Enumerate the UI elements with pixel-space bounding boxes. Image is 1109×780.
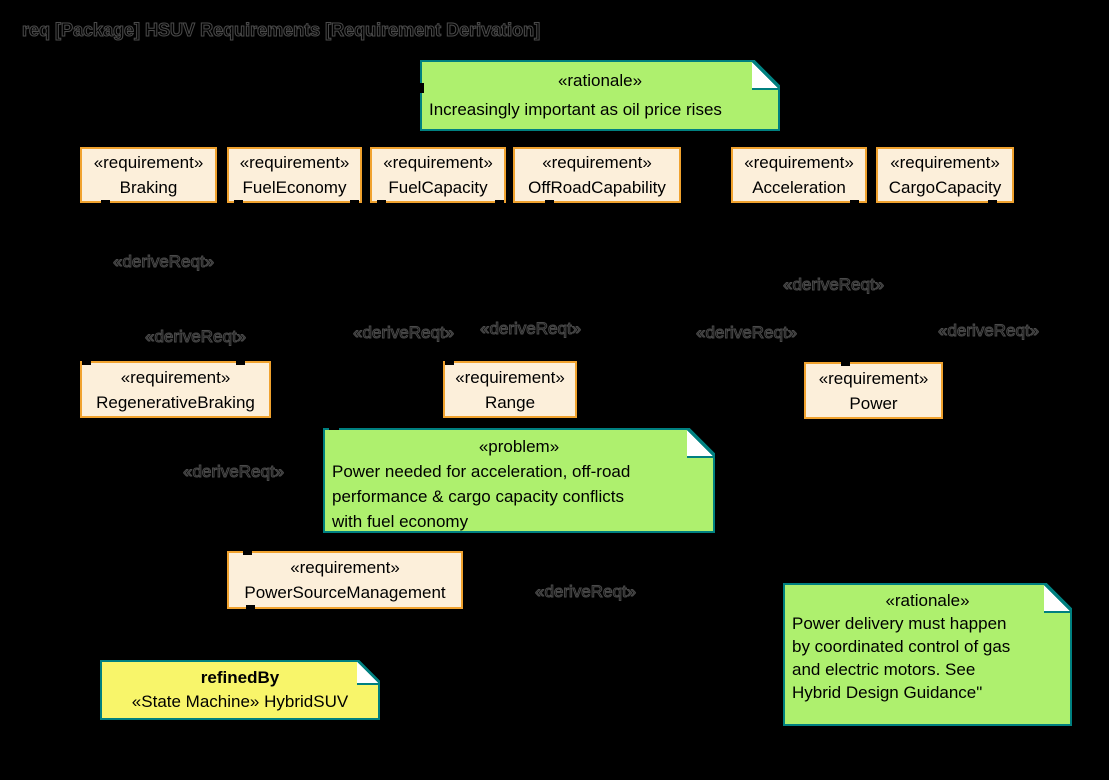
requirement-stereotype: «requirement» [239,153,350,172]
connector-arrow-mark [377,200,386,206]
note-lines: «problem» Power needed for acceleration, … [325,430,713,534]
note-body-line: and electric motors. See [792,660,976,679]
note-problem[interactable]: «problem» Power needed for acceleration, … [323,428,715,533]
connector-arrow-mark [841,360,850,366]
note-body-line: with fuel economy [332,512,469,531]
requirement-stereotype: «requirement» [120,367,231,387]
requirement-stereotype: «requirement» [744,153,854,172]
note-body-line: Power needed for acceleration, off-road [332,462,631,481]
requirement-stereotype: «requirement» [890,153,1000,172]
requirement-name: FuelEconomy [242,178,347,197]
requirement-node-off-road-capability[interactable]: «requirement» OffRoadCapability [513,147,681,203]
requirement-name: PowerSourceManagement [244,583,446,602]
note-lines: refinedBy «State Machine» HybridSUV [102,662,378,714]
requirement-node-acceleration[interactable]: «requirement» Acceleration [731,147,867,203]
requirement-name: FuelCapacity [388,178,488,197]
requirement-node-fuel-capacity[interactable]: «requirement» FuelCapacity [370,147,506,203]
note-refined-by[interactable]: refinedBy «State Machine» HybridSUV [100,660,380,720]
note-title: «rationale» [885,591,970,610]
requirement-stereotype: «requirement» [290,558,400,577]
requirement-name: Acceleration [752,178,846,197]
connector-arrow-mark [545,200,554,206]
derive-reqt-label[interactable]: «deriveReqt» [534,582,637,602]
derive-reqt-label[interactable]: «deriveReqt» [182,462,285,482]
note-body-line: Hybrid Design Guidance" [792,683,983,702]
derive-reqt-label[interactable]: «deriveReqt» [782,275,885,295]
requirement-name: OffRoadCapability [528,178,666,197]
connector-arrow-mark [850,200,859,206]
derive-reqt-label[interactable]: «deriveReqt» [144,327,247,347]
folded-corner-icon [357,660,380,685]
note-body-line: performance & cargo capacity conflicts [332,487,624,506]
requirement-node-power-source-management[interactable]: «requirement» PowerSourceManagement [227,551,463,609]
requirement-name: Range [484,392,536,412]
requirement-stereotype: «requirement» [383,153,493,172]
requirement-node-fuel-economy[interactable]: «requirement» FuelEconomy [227,147,362,203]
note-body-line: «State Machine» HybridSUV [131,692,349,711]
derive-reqt-label[interactable]: «deriveReqt» [937,321,1040,341]
requirement-stereotype: «requirement» [455,367,565,387]
diagram-title: req [Package] HSUV Requirements [Require… [21,20,541,41]
connector-arrow-mark [101,200,110,206]
requirement-name: RegenerativeBraking [96,392,255,412]
connector-arrow-mark [234,200,243,206]
derive-reqt-label[interactable]: «deriveReqt» [479,319,582,339]
requirement-node-braking[interactable]: «requirement» Braking [80,147,217,203]
requirement-name: CargoCapacity [888,178,1002,197]
folded-corner-icon [1044,583,1072,613]
note-rationale-bottom[interactable]: «rationale» Power delivery must happen by … [783,583,1072,726]
note-body-line: Power delivery must happen [792,614,1007,633]
note-body-line: by coordinated control of gas [792,637,1011,656]
note-title: refinedBy [200,668,280,687]
requirement-stereotype: «requirement» [542,153,652,172]
requirement-node-regenerative-braking[interactable]: «requirement» RegenerativeBraking [80,361,271,418]
note-rationale-top[interactable]: «rationale» Increasingly important as oil… [420,60,780,131]
requirement-name: Power [849,393,898,413]
connector-arrow-mark [329,425,339,430]
note-body-line: Increasingly important as oil price rise… [429,100,722,119]
folded-corner-icon [687,428,715,458]
requirement-node-range[interactable]: «requirement» Range [443,361,577,418]
derive-reqt-label[interactable]: «deriveReqt» [352,323,455,343]
connector-arrow-mark [236,359,245,365]
note-lines: «rationale» Increasingly important as oil… [422,62,778,124]
derive-reqt-label[interactable]: «deriveReqt» [695,323,798,343]
connector-arrow-mark [350,200,359,206]
requirement-node-cargo-capacity[interactable]: «requirement» CargoCapacity [876,147,1014,203]
note-lines: «rationale» Power delivery must happen by … [785,585,1070,704]
note-title: «rationale» [557,71,643,90]
requirement-name: Braking [119,178,178,197]
requirement-stereotype: «requirement» [93,153,204,172]
connector-arrow-mark [495,200,504,206]
connector-arrow-mark [246,605,255,611]
connector-arrow-mark [243,549,252,555]
connector-arrow-mark [445,359,454,365]
requirement-stereotype: «requirement» [818,368,929,388]
note-title: «problem» [478,437,560,456]
derive-reqt-label[interactable]: «deriveReqt» [112,252,215,272]
connector-arrow-mark [988,200,997,206]
folded-corner-icon [752,60,780,90]
requirement-node-power[interactable]: «requirement» Power [804,362,943,419]
connector-arrow-mark [82,359,91,365]
connector-arrow-mark [419,83,424,93]
